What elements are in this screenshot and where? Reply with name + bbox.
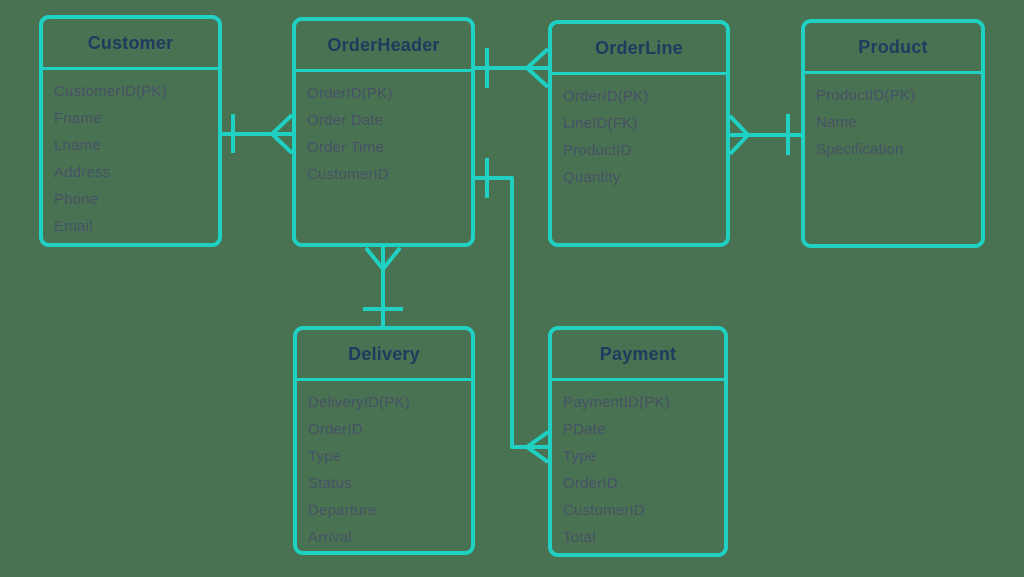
entity-field: CustomerID xyxy=(563,502,646,519)
entity-field: DeliveryID(PK) xyxy=(308,394,410,411)
entity-header: Product xyxy=(805,23,981,74)
entity-field: Type xyxy=(563,448,597,465)
entity-field: Email xyxy=(54,218,93,235)
connector-segment xyxy=(525,430,550,449)
entity-field: PaymentID(PK) xyxy=(563,394,670,411)
entity-orderline: OrderLine OrderID(PK) LineID(FK) ProductID… xyxy=(548,20,730,247)
entity-field: Address xyxy=(54,164,111,181)
entity-field-list: OrderID(PK) LineID(FK) ProductID Quantity xyxy=(552,75,726,191)
entity-field: Arrival xyxy=(308,529,352,546)
entity-field: Phone xyxy=(54,191,99,208)
entity-header: OrderLine xyxy=(552,24,726,75)
connector-segment xyxy=(381,246,402,271)
connector-segment xyxy=(525,445,550,464)
entity-field: Departure xyxy=(308,502,377,519)
connector-segment xyxy=(525,47,550,70)
entity-field: ProductID xyxy=(563,142,632,159)
connector-segment xyxy=(525,66,550,89)
entity-field: OrderID(PK) xyxy=(307,85,393,102)
entity-title: Payment xyxy=(599,343,677,364)
connector-segment xyxy=(475,176,548,449)
connector-segment xyxy=(728,114,750,137)
entity-field: Lname xyxy=(54,137,101,154)
connector-product-orderline xyxy=(728,114,801,156)
entity-field: Order Date xyxy=(307,112,384,129)
entity-field: Status xyxy=(308,475,352,492)
entity-field: Total xyxy=(563,529,596,546)
entity-field: CustomerID xyxy=(307,166,390,183)
entity-field: OrderID xyxy=(563,475,618,492)
entity-field: Quantity xyxy=(563,169,621,186)
entity-field: OrderID(PK) xyxy=(563,88,649,105)
connector-segment xyxy=(270,113,294,136)
entity-title: OrderHeader xyxy=(327,34,440,55)
entity-field: OrderID xyxy=(308,421,363,438)
entity-field: Fname xyxy=(54,110,102,127)
entity-title: Product xyxy=(858,36,928,57)
entity-field: Specification xyxy=(816,141,904,158)
entity-header: OrderHeader xyxy=(296,21,471,72)
entity-title: Customer xyxy=(87,32,174,53)
entity-field: ProductID(PK) xyxy=(816,87,916,104)
entity-header: Payment xyxy=(552,330,724,381)
connector-segment xyxy=(364,246,385,271)
connector-orderheader-payment xyxy=(475,158,550,464)
entity-title: OrderLine xyxy=(595,37,683,58)
connector-segment xyxy=(270,132,294,155)
entity-field: CustomerID(PK) xyxy=(54,83,167,100)
entity-field: Type xyxy=(308,448,342,465)
connector-segment xyxy=(728,133,750,156)
entity-field: Name xyxy=(816,114,857,131)
entity-title: Delivery xyxy=(348,343,420,364)
entity-field: LineID(FK) xyxy=(563,115,638,132)
connector-orderheader-delivery xyxy=(363,246,403,326)
connector-customer-orderheader xyxy=(222,113,294,155)
connector-orderheader-orderline xyxy=(475,47,550,89)
entity-field: PDate xyxy=(563,421,606,438)
entity-header: Delivery xyxy=(297,330,471,381)
entity-header: Customer xyxy=(43,19,218,70)
entity-field: Order Time xyxy=(307,139,385,156)
